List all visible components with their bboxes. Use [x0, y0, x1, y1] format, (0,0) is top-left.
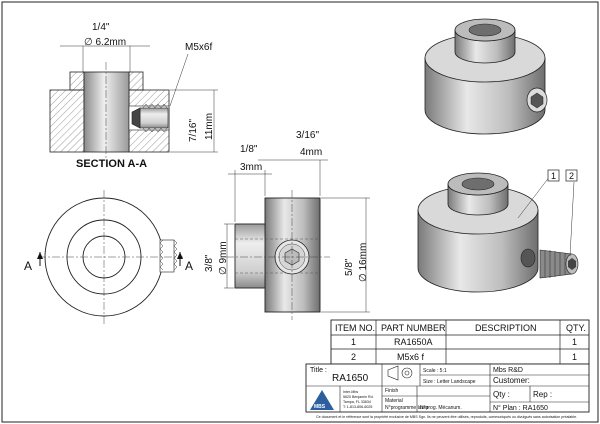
- set-screw-section: [131, 103, 169, 133]
- bom-row1-qty: 1: [572, 337, 577, 347]
- logo-text: MBS: [314, 404, 326, 410]
- bom-row2-item: 2: [351, 352, 356, 362]
- dim-collar-dia-frac: 5/8": [344, 258, 355, 276]
- customer-text: Customer:: [493, 376, 530, 385]
- dim-collar-mm: 4mm: [300, 147, 322, 158]
- side-hub: [234, 223, 266, 289]
- section-view: 1/4" ∅ 6.2mm M5x6f 7/16" 11mm SECTION A-…: [49, 22, 218, 170]
- prog-mech-text: N°prog. Mécanum.: [420, 405, 462, 411]
- scale-text: Scale : 5:1: [423, 368, 447, 374]
- title-label: Title :: [310, 367, 327, 374]
- bom-header-part: PART NUMBER: [381, 323, 446, 333]
- dim-collar-frac: 3/16": [296, 130, 319, 141]
- company-logo: MBS: [310, 390, 334, 410]
- section-arrow-right-label: A: [185, 259, 193, 273]
- bom-row1-item: 1: [351, 337, 356, 347]
- dim-height-frac: 7/16": [188, 119, 199, 142]
- isometric-view-top: [424, 18, 548, 135]
- address-line-1: Inter-Mbs: [343, 390, 358, 394]
- set-screw-front: [159, 239, 178, 273]
- thread-label: M5x6f: [185, 42, 212, 53]
- section-bore: [83, 71, 130, 153]
- plan-number-text: N° Plan : RA1650: [493, 404, 548, 412]
- dim-hub-dia-frac: 3/8": [204, 254, 215, 272]
- company-text: Mbs R&D: [493, 367, 523, 374]
- title-value: RA1650: [332, 373, 369, 384]
- dim-hub-frac: 1/8": [240, 144, 258, 155]
- section-caption: SECTION A-A: [76, 158, 147, 170]
- dim-bore-mm: ∅ 6.2mm: [84, 37, 126, 48]
- size-text: Size : Letter Landscape: [423, 379, 476, 385]
- prog-laser-text: N°programme laser: [385, 405, 429, 411]
- isometric-view-exploded: 1 2: [417, 169, 579, 293]
- footer-notice: Ce document et le référence sont la prop…: [316, 415, 577, 419]
- address-line-3: Tampa, FL 33634: [343, 400, 371, 404]
- bom-row2-part: M5x6 f: [397, 352, 425, 362]
- material-text: Material: [385, 398, 403, 404]
- bom-row2-qty: 1: [572, 352, 577, 362]
- front-view: A A: [24, 190, 193, 325]
- set-screw-iso: [539, 249, 579, 279]
- finish-text: Finish: [385, 388, 399, 394]
- dim-bore-frac: 1/4": [92, 22, 110, 33]
- bom-row1-part: RA1650A: [394, 337, 433, 347]
- rep-text: Rep :: [533, 390, 552, 399]
- address-line-2: 5620 Benjamin Rd.: [343, 395, 374, 399]
- dim-collar-dia-mm: ∅ 16mm: [358, 243, 369, 282]
- bom-header-desc: DESCRIPTION: [475, 323, 537, 333]
- qty-text: Qty :: [493, 390, 510, 399]
- title-block: Title : RA1650 Scale : 5:1 Size : Letter…: [305, 363, 590, 413]
- bom-header-item: ITEM NO.: [335, 323, 375, 333]
- balloon-1: 1: [551, 171, 556, 181]
- side-view: 1/8" 3mm 3/16" 4mm 3/8" ∅ 9mm 5/8" ∅ 16m…: [204, 130, 370, 320]
- dim-hub-dia-mm: ∅ 9mm: [218, 241, 229, 275]
- bom-table: ITEM NO. PART NUMBER DESCRIPTION QTY. 1 …: [330, 319, 590, 365]
- bom-header-qty: QTY.: [566, 323, 586, 333]
- dim-height-mm: 11mm: [204, 113, 215, 140]
- projection-symbol-icon: [387, 365, 413, 381]
- dim-hub-mm: 3mm: [240, 162, 262, 173]
- section-arrow-left-label: A: [24, 259, 32, 273]
- address-line-4: T: 1-813-806-6025: [343, 405, 372, 409]
- balloon-2: 2: [569, 171, 574, 181]
